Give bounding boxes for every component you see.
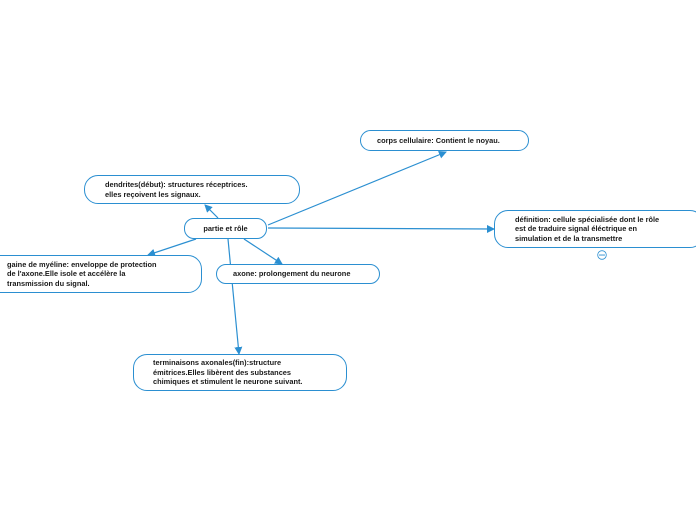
connector-gaine [147,238,197,257]
collapse-toggle-icon[interactable] [597,250,607,260]
central-topic[interactable]: partie et rôle [184,218,267,239]
connector-dendrites [204,204,219,219]
topic-axone[interactable]: axone: prolongement du neurone [216,264,380,284]
topic-dendrites[interactable]: dendrites(début): structures réceptrices… [84,175,300,204]
connector-corps [267,150,447,226]
connector-terminaisons [227,238,243,355]
connector-definition [267,224,495,233]
topic-gaine-de-myeline[interactable]: gaine de myéline: enveloppe de protectio… [0,255,202,293]
topic-terminaisons-axonales[interactable]: terminaisons axonales(fin):structure émi… [133,354,347,391]
topic-definition[interactable]: définition: cellule spécialisée dont le … [494,210,696,248]
connector-axone [243,238,283,265]
topic-corps-cellulaire[interactable]: corps cellulaire: Contient le noyau. [360,130,529,151]
